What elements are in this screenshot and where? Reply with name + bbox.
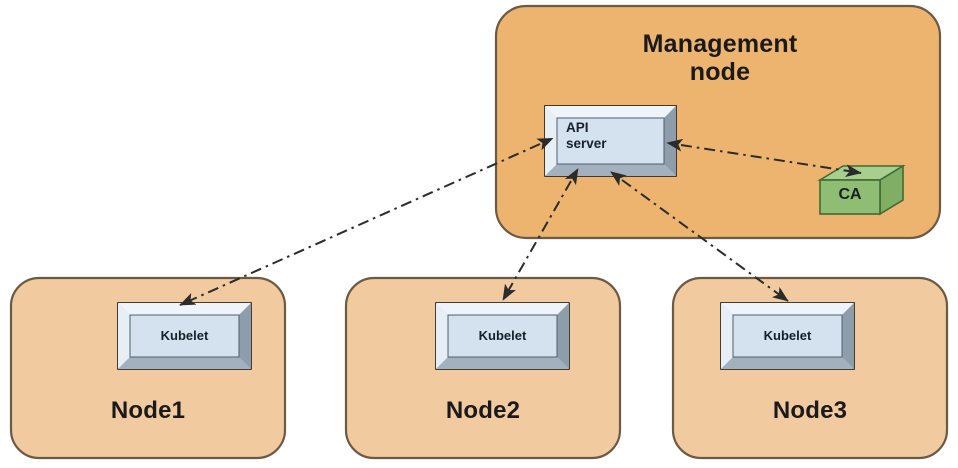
management-node-title-line2: node: [689, 58, 751, 86]
api-server-box[interactable]: [544, 105, 677, 177]
management-node-title-line1: Management: [642, 30, 798, 58]
node2-kubelet-box[interactable]: [435, 302, 570, 370]
node3-title: Node3: [772, 397, 848, 424]
node1-kubelet-box[interactable]: [117, 302, 252, 370]
node3-kubelet-box[interactable]: [720, 302, 855, 370]
ca-box[interactable]: [817, 164, 906, 216]
node2-title: Node2: [445, 397, 521, 424]
management-node-title: Management node: [560, 30, 880, 86]
node1-title: Node1: [110, 397, 186, 424]
